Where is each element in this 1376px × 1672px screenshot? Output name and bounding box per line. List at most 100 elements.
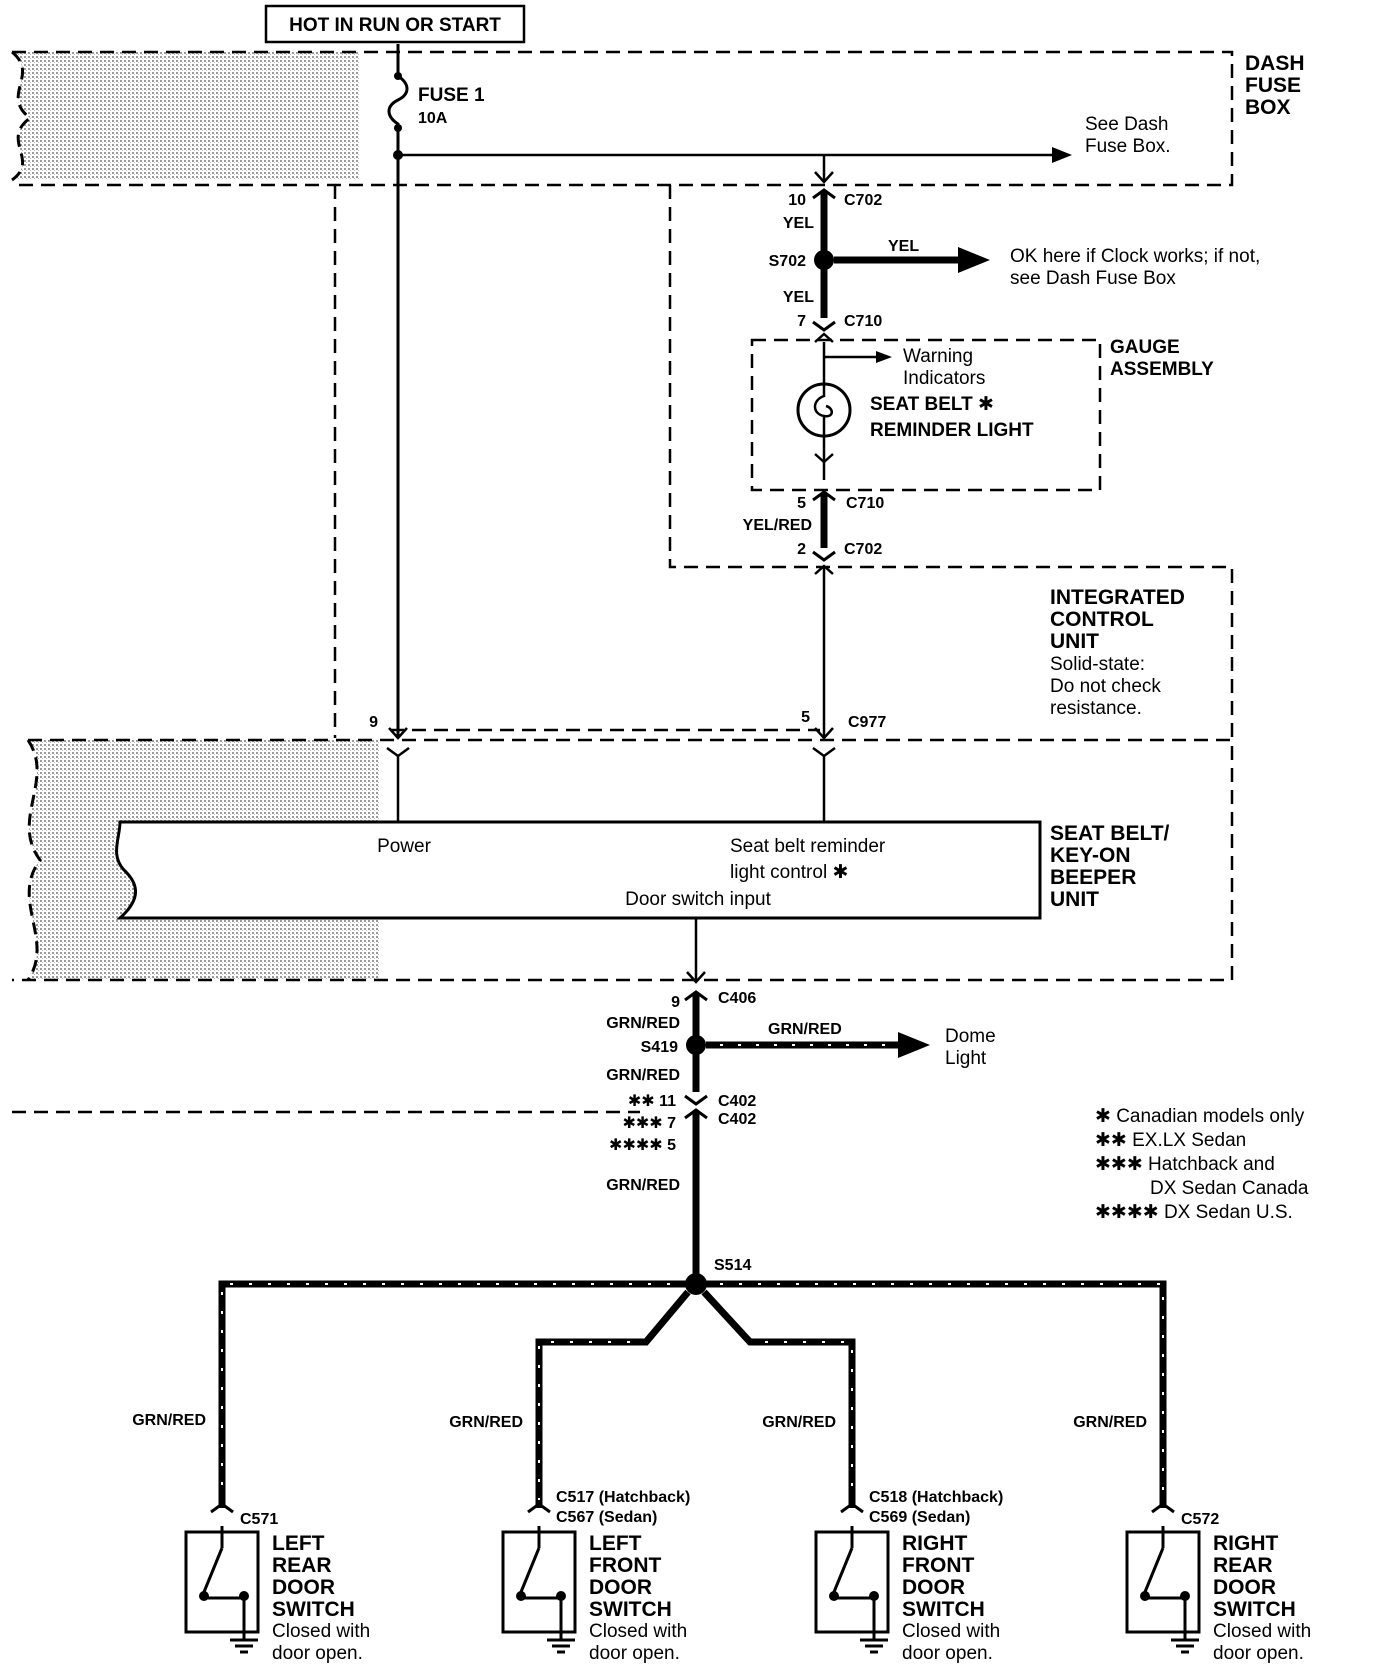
right-front-connector-2: C569 (Sedan) [869, 1509, 970, 1526]
right-front-note-1: Closed with [902, 1621, 1000, 1642]
icu-upper-outline [668, 185, 1234, 740]
left-rear-wire: GRN/RED [132, 1412, 206, 1429]
branch-left-rear [218, 1280, 686, 1508]
right-rear-name-2: REAR [1213, 1554, 1273, 1577]
left-front-note-2: door open. [589, 1643, 680, 1664]
right-front-name-4: SWITCH [902, 1598, 985, 1621]
left-front-connector-1: C517 (Hatchback) [556, 1489, 690, 1506]
right-front-ground-icon [860, 1638, 888, 1654]
left-rear-note-1: Closed with [272, 1621, 370, 1642]
right-front-contact-dot-2 [869, 1591, 879, 1601]
right-front-name-3: DOOR [902, 1576, 965, 1599]
gauge-assembly-label-1: GAUGE [1110, 337, 1180, 358]
dome-light-2: Light [945, 1048, 987, 1069]
left-front-name-4: SWITCH [589, 1598, 672, 1621]
clock-branch-arrow [958, 247, 990, 273]
c402-name-1: C402 [718, 1093, 756, 1110]
s419-label: S419 [641, 1039, 678, 1056]
warning-indicators-1: Warning [903, 346, 973, 367]
c569-socket [840, 1502, 864, 1514]
right-front-contact-dot [829, 1591, 839, 1601]
icu-label-1: INTEGRATED [1050, 586, 1185, 609]
beeper-reminder-2: light control ✱ [730, 862, 848, 883]
fuse-box-wavy-edge [11, 50, 33, 182]
c710-bottom-pin: 5 [797, 495, 806, 512]
c406-name: C406 [718, 990, 756, 1007]
right-front-name-2: FRONT [902, 1554, 974, 1577]
c702-top-name: C702 [844, 192, 882, 209]
wire-yel-1: YEL [783, 215, 814, 232]
right-rear-connector: C572 [1181, 1511, 1219, 1528]
left-rear-contact-dot [199, 1591, 209, 1601]
beeper-door-input: Door switch input [625, 889, 771, 910]
beeper-power-label: Power [377, 836, 432, 857]
left-rear-name-3: DOOR [272, 1576, 335, 1599]
beeper-reminder-1: Seat belt reminder [730, 836, 886, 857]
right-rear-note-1: Closed with [1213, 1621, 1311, 1642]
right-rear-name-4: SWITCH [1213, 1598, 1296, 1621]
c710-bottom-socket [812, 490, 836, 502]
lamp-lower-tip [814, 453, 834, 464]
see-dash-fuse-box-2: Fuse Box. [1085, 136, 1171, 157]
legend-2: ✱✱ EX.LX Sedan [1095, 1130, 1246, 1151]
fuse-box-label-2: FUSE [1245, 74, 1301, 97]
beeper-label-2: KEY-ON [1050, 844, 1131, 867]
left-front-wire: GRN/RED [449, 1414, 523, 1431]
header-label: HOT IN RUN OR START [289, 15, 501, 36]
see-dash-fuse-box-1: See Dash [1085, 114, 1168, 135]
branch-right-rear [706, 1280, 1167, 1508]
beeper-label-3: BEEPER [1050, 866, 1136, 889]
beeper-unit-box [115, 820, 1042, 920]
c402-tip [684, 1108, 708, 1120]
legend-3: ✱✱✱ Hatchback and [1095, 1154, 1275, 1175]
c402-pin-dx: ✱✱✱✱ 5 [609, 1137, 676, 1154]
c702-top-tip [814, 171, 834, 184]
c406-tip [686, 971, 706, 984]
wire-yel-2: YEL [783, 289, 814, 306]
right-front-note-2: door open. [902, 1643, 993, 1664]
legend-5: ✱✱✱✱ DX Sedan U.S. [1095, 1202, 1293, 1223]
right-front-connector-1: C518 (Hatchback) [869, 1489, 1003, 1506]
c572-socket [1151, 1502, 1175, 1514]
c702-bottom-name: C702 [844, 541, 882, 558]
fuse-box-label-3: BOX [1245, 96, 1291, 119]
c402-socket [684, 1094, 708, 1106]
icu-reminder-pin: 5 [801, 709, 810, 726]
c710-bottom-name: C710 [846, 495, 884, 512]
branch-right-front-stripe [765, 1341, 853, 1500]
beeper-wavy-edge [26, 739, 42, 981]
left-front-connector-2: C567 (Sedan) [556, 1509, 657, 1526]
right-rear-contact-dot-2 [1180, 1591, 1190, 1601]
c402-pin-ex: ✱✱ 11 [628, 1093, 676, 1110]
beeper-unit-outline [12, 738, 1234, 982]
header-box [264, 4, 526, 44]
branch-left-front [535, 1289, 691, 1508]
right-rear-name-3: DOOR [1213, 1576, 1276, 1599]
legend-4: DX Sedan Canada [1150, 1178, 1309, 1199]
c406-pin: 9 [671, 994, 680, 1011]
right-rear-name-1: RIGHT [1213, 1532, 1279, 1555]
left-rear-name-1: LEFT [272, 1532, 325, 1555]
fuse-box-shaded-edge [12, 52, 360, 180]
c402-name-2: C402 [718, 1111, 756, 1128]
s419-splice [686, 1035, 706, 1055]
warning-arrow [876, 351, 892, 363]
warning-indicators-2: Indicators [903, 368, 985, 389]
legend-1: ✱ Canadian models only [1095, 1106, 1305, 1127]
lamp-filament [813, 384, 833, 436]
c702-bottom-socket [812, 550, 836, 562]
branch-left-rear-stripe [221, 1283, 670, 1500]
left-rear-ground-icon [230, 1638, 258, 1654]
right-front-wire: GRN/RED [762, 1414, 836, 1431]
left-front-contact-dot-2 [556, 1591, 566, 1601]
c702-top-socket [812, 188, 836, 200]
dome-wire-label: GRN/RED [768, 1021, 842, 1038]
wire-yel-red-label: YEL/RED [743, 517, 812, 534]
beeper-label-4: UNIT [1050, 888, 1099, 911]
icu-power-pin: 9 [369, 714, 378, 731]
c977-pin9-socket [386, 746, 410, 758]
icu-note-3: resistance. [1050, 698, 1142, 719]
dome-light-arrow [898, 1032, 930, 1058]
c710-top-name: C710 [844, 313, 882, 330]
right-front-name-1: RIGHT [902, 1532, 968, 1555]
